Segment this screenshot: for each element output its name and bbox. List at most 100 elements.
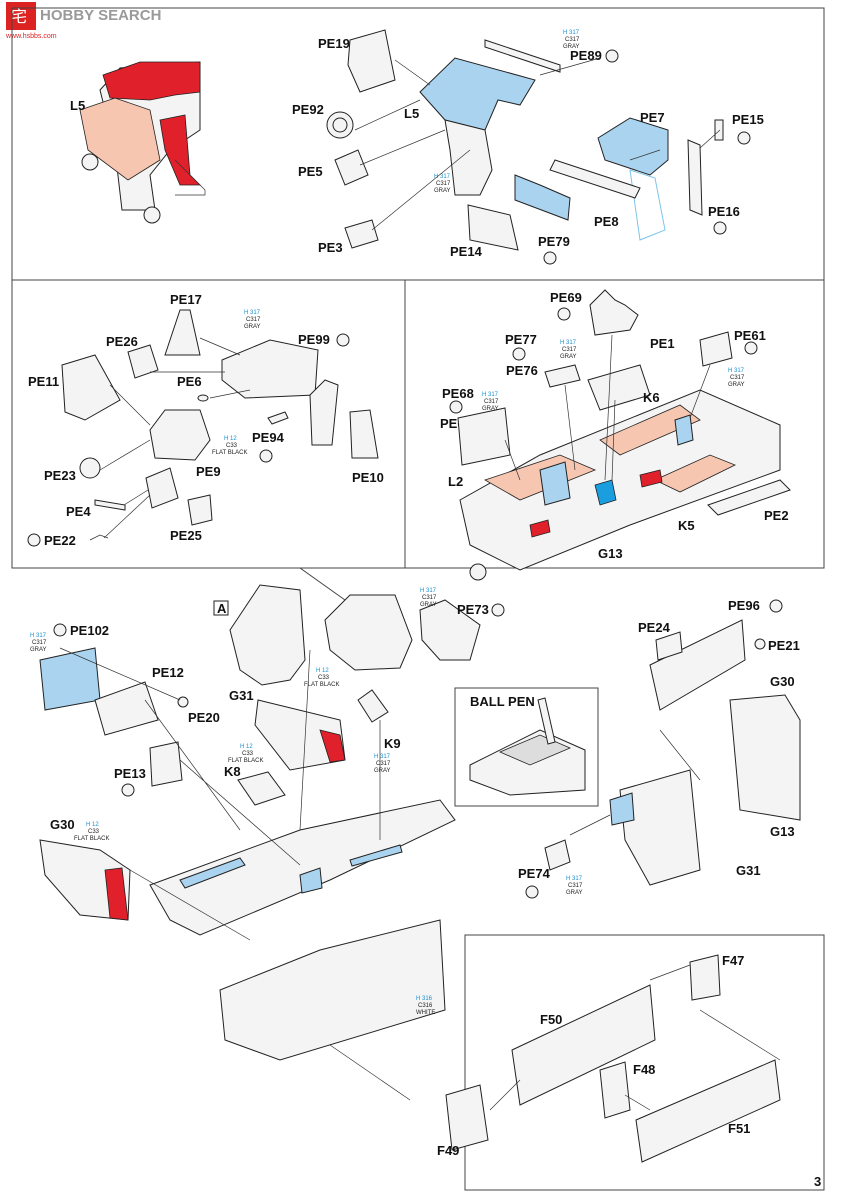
- paint-h-pe102: H 317: [30, 633, 47, 639]
- part-tub-blue-a: [179, 857, 246, 889]
- fold-icon-pe13: [121, 783, 135, 797]
- label-pe89: PE89: [570, 48, 602, 63]
- label-pe12: PE12: [152, 665, 184, 680]
- part-pe17: [164, 309, 201, 356]
- label-f50: F50: [540, 1012, 562, 1027]
- part-pe3: [344, 219, 379, 249]
- paint-name-k8: FLAT BLACK: [228, 758, 263, 764]
- label-pe16: PE16: [708, 204, 740, 219]
- label-k5: K5: [678, 518, 695, 533]
- paint-c-pe102: C317: [32, 640, 47, 646]
- paint-name-pe74: GRAY: [566, 890, 583, 896]
- part-right-blue: [609, 792, 635, 826]
- part-g31-right: [619, 769, 701, 886]
- part-pe73: [419, 599, 481, 661]
- label-pe24: PE24: [638, 620, 671, 635]
- label-pe22: PE22: [44, 533, 76, 548]
- part-pe16: [687, 139, 703, 216]
- part-pe20: [177, 696, 189, 708]
- part-pe24: [655, 631, 683, 661]
- fold-icon-pe22: [27, 533, 41, 547]
- watermark-site: www.hsbbs.com: [5, 33, 57, 40]
- part-f47: [689, 954, 721, 1001]
- step-marker: A: [217, 601, 227, 616]
- label-g31-a: G31: [229, 688, 254, 703]
- part-blue-insert-c: [674, 414, 694, 446]
- paint-c-g31: C33: [318, 675, 330, 681]
- part-pe15: [714, 119, 724, 141]
- part-l2-floor: [484, 454, 597, 501]
- label-pe7: PE7: [640, 110, 665, 125]
- part-pe9-grid: [145, 467, 179, 509]
- paint-c-pe99: C317: [246, 317, 261, 323]
- paint-h-top: H 317: [563, 30, 580, 36]
- step-marker-box: [213, 600, 229, 616]
- part-pe94: [267, 411, 289, 425]
- fold-icon-pe61: [744, 341, 758, 355]
- label-pe102: PE102: [70, 623, 109, 638]
- label-l2: L2: [448, 474, 463, 489]
- label-k6: K6: [643, 390, 660, 405]
- paint-c-pe61: C317: [730, 375, 745, 381]
- top-panel-parts: L5 PE19 PE89 L5 PE92 PE5 PE3 PE7 PE8 PE1…: [70, 29, 764, 265]
- part-blue-insert-b: [594, 479, 617, 506]
- label-f48: F48: [633, 1062, 655, 1077]
- label-pe10: PE10: [352, 470, 384, 485]
- panel-right-middle: [405, 279, 825, 569]
- fold-icon-pe74: [525, 885, 539, 899]
- part-pe1: [587, 364, 651, 411]
- part-f48: [599, 1061, 631, 1119]
- part-red-b: [639, 469, 663, 488]
- part-g30-right: [729, 694, 801, 821]
- paint-name-top: GRAY: [563, 44, 580, 50]
- paint-c-pe73: C317: [422, 595, 437, 601]
- label-pe21: PE21: [768, 638, 800, 653]
- part-pe7: [597, 117, 669, 176]
- part-pin-g13: [469, 563, 487, 581]
- part-l5-pin-a: [81, 153, 99, 171]
- label-pe61: PE61: [734, 328, 766, 343]
- paint-c-pe74: C317: [568, 883, 583, 889]
- paint-h-pe73: H 317: [420, 588, 437, 594]
- paint-h-pe99: H 317: [244, 310, 261, 316]
- label-pe96: PE96: [728, 598, 760, 613]
- bottom-assembly-parts: A PE73 H 317 C317 GRAY PE102 H 317 C317 …: [30, 584, 505, 1101]
- paint-name-seat: GRAY: [434, 188, 451, 194]
- paint-c-pe94: C33: [226, 443, 238, 449]
- part-pe6: [197, 394, 209, 402]
- paint-c-k9: C317: [376, 761, 391, 767]
- part-g30-red: [104, 867, 129, 921]
- paint-c-top: C317: [565, 37, 580, 43]
- label-pe68: PE68: [442, 386, 474, 401]
- part-tub-blue-c: [349, 844, 403, 867]
- paint-name-k9: GRAY: [374, 768, 391, 774]
- fold-icon-pe79: [543, 251, 557, 265]
- part-pe21: [754, 638, 766, 650]
- fold-icon-pe89: [605, 49, 619, 63]
- paint-name-pe73: GRAY: [420, 602, 437, 608]
- label-pe79: PE79: [538, 234, 570, 249]
- paint-c-k8: C33: [242, 751, 254, 757]
- panel-left-middle: [11, 279, 406, 569]
- label-pe15: PE15: [732, 112, 764, 127]
- paint-c-white: C316: [418, 1003, 433, 1009]
- panel-bottom-divider: [12, 567, 346, 601]
- ball-pen-inset: BALL PEN: [469, 694, 586, 796]
- label-g30-a: G30: [50, 817, 75, 832]
- label-pe1: PE1: [650, 336, 675, 351]
- label-pe17: PE17: [170, 292, 202, 307]
- part-pe23: [79, 457, 101, 479]
- paint-c-pe68: C317: [484, 399, 499, 405]
- paint-h-pe94: H 12: [224, 436, 237, 442]
- paint-name-pe99: GRAY: [244, 324, 261, 330]
- fold-icon-pe99: [336, 333, 350, 347]
- part-lower-box: [219, 919, 446, 1061]
- part-instrument-strip: [549, 159, 641, 199]
- part-k9: [357, 689, 389, 723]
- label-g13-a: G13: [598, 546, 623, 561]
- paint-h-g30: H 12: [86, 822, 99, 828]
- part-pe11: [61, 354, 121, 421]
- right-middle-parts: PE2 PE69 PE77 PE76 PE1 PE61 PE68 PE67 K6…: [440, 289, 791, 581]
- paint-c-g30: C33: [88, 829, 100, 835]
- label-pe3: PE3: [318, 240, 343, 255]
